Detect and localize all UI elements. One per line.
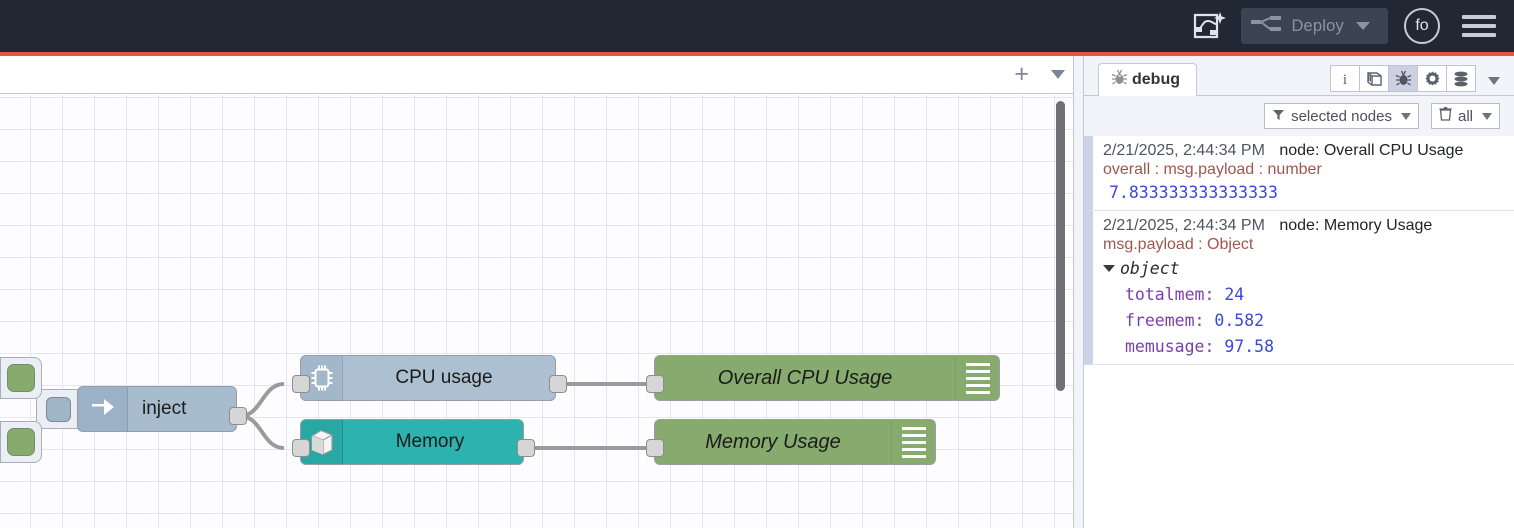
debug-message-topic: overall : msg.payload : number (1103, 161, 1322, 178)
chevron-down-icon[interactable] (1482, 112, 1492, 120)
node-memory-usage[interactable]: Memory Usage (654, 419, 936, 465)
header-accent-line (0, 52, 1514, 56)
node-memory[interactable]: Memory (300, 419, 524, 465)
debug-object-property: freemem: 0.582 (1103, 311, 1508, 330)
debug-filter-nodes-button[interactable]: selected nodes (1264, 103, 1419, 129)
tab-debug[interactable]: debug (1098, 63, 1197, 96)
caret-down-icon[interactable] (1103, 265, 1115, 272)
chevron-down-icon[interactable] (1488, 76, 1500, 85)
debug-message-header: 2/21/2025, 2:44:34 PM node: Overall CPU … (1103, 142, 1508, 160)
sidebar: debug i (1083, 56, 1514, 528)
node-memory-label: Memory (395, 431, 465, 452)
sidebar-tool-help[interactable] (1359, 65, 1389, 92)
arrow-right-icon (78, 387, 128, 431)
debug-object-key: freemem: (1125, 311, 1205, 330)
bug-icon (1111, 69, 1128, 91)
deploy-label: Deploy (1291, 16, 1344, 35)
node-cpu-usage[interactable]: CPU usage (300, 355, 556, 401)
port-cpu-output[interactable] (549, 375, 567, 393)
canvas-vertical-scrollbar[interactable] (1056, 101, 1065, 391)
trash-icon (1439, 107, 1452, 125)
port-memory-input[interactable] (292, 439, 310, 457)
avatar[interactable]: fo (1404, 8, 1440, 44)
svg-text:i: i (1343, 72, 1347, 88)
sidebar-tool-debug[interactable] (1388, 65, 1418, 92)
sidebar-tool-information[interactable]: i (1330, 65, 1360, 92)
debug-object-property: totalmem: 24 (1103, 285, 1508, 304)
debug-message-list[interactable]: 2/21/2025, 2:44:34 PM node: Overall CPU … (1084, 136, 1514, 528)
inject-trigger-inner (45, 396, 71, 422)
debug-toggle-inner (7, 428, 35, 456)
port-inject-output[interactable] (229, 407, 247, 425)
node-memory-usage-label: Memory Usage (705, 430, 841, 453)
debug-message-header: 2/21/2025, 2:44:34 PM node: Memory Usage (1103, 217, 1508, 235)
debug-filter-row: selected nodes all (1084, 96, 1514, 136)
debug-message-timestamp: 2/21/2025, 2:44:34 PM (1103, 142, 1265, 159)
debug-message-node[interactable]: node: Memory Usage (1279, 217, 1433, 234)
debug-lines-icon (955, 356, 999, 400)
node-cpu-usage-label: CPU usage (395, 367, 493, 388)
debug-message-node[interactable]: node: Overall CPU Usage (1279, 142, 1464, 159)
debug-message[interactable]: 2/21/2025, 2:44:34 PM node: Overall CPU … (1084, 136, 1514, 211)
flow-sparkle-icon[interactable] (1187, 6, 1231, 46)
debug-message-value: 7.833333333333333 (1109, 183, 1278, 202)
sidebar-tool-configuration-nodes[interactable] (1417, 65, 1447, 92)
inject-trigger-button[interactable] (36, 389, 80, 429)
funnel-icon (1272, 108, 1285, 125)
node-inject-label: inject (142, 398, 187, 419)
debug-object-property: memusage: 97.58 (1103, 337, 1508, 356)
port-cpu-input[interactable] (292, 375, 310, 393)
node-inject[interactable]: inject (77, 386, 237, 432)
debug-message-timestamp: 2/21/2025, 2:44:34 PM (1103, 217, 1265, 234)
debug-toggle-inner (7, 364, 35, 392)
deploy-node-icon (1251, 14, 1282, 39)
debug-object-value: 0.582 (1214, 311, 1265, 330)
port-memory-output[interactable] (517, 439, 535, 457)
debug-object-value: 97.58 (1224, 337, 1275, 356)
workspace-tab-bar: + (0, 56, 1083, 94)
debug-object-root[interactable]: object totalmem: 24 freemem: 0.582 memus… (1103, 259, 1508, 356)
chevron-down-icon[interactable] (1356, 22, 1370, 30)
debug-toggle-memory-usage[interactable] (0, 421, 42, 463)
hamburger-icon[interactable] (1462, 15, 1496, 37)
debug-object-header[interactable]: object (1103, 259, 1508, 278)
app-header: Deploy fo (0, 0, 1514, 52)
sidebar-tool-context-data[interactable] (1446, 65, 1476, 92)
debug-object-key: totalmem: (1125, 285, 1215, 304)
debug-message-topic: msg.payload : Object (1103, 236, 1254, 253)
add-flow-button[interactable]: + (1014, 60, 1029, 88)
node-overall-cpu-usage[interactable]: Overall CPU Usage (654, 355, 1000, 401)
debug-object-value: 24 (1224, 285, 1245, 304)
debug-clear-button[interactable]: all (1430, 103, 1500, 129)
debug-lines-icon (891, 420, 935, 464)
deploy-button[interactable]: Deploy (1241, 8, 1388, 44)
port-overall-cpu-input[interactable] (646, 375, 664, 393)
debug-filter-nodes-label: selected nodes (1291, 107, 1392, 125)
debug-toggle-overall-cpu[interactable] (0, 357, 42, 399)
flow-canvas[interactable]: inject CPU usage (0, 95, 1073, 528)
avatar-initials: fo (1415, 17, 1429, 34)
port-memory-usage-input[interactable] (646, 439, 664, 457)
debug-object-label: object (1120, 259, 1180, 278)
panel-divider[interactable] (1073, 56, 1083, 528)
debug-message[interactable]: 2/21/2025, 2:44:34 PM node: Memory Usage… (1084, 211, 1514, 365)
debug-clear-label: all (1457, 107, 1473, 125)
sidebar-tool-buttons: i (1330, 65, 1514, 95)
chevron-down-icon[interactable] (1051, 70, 1065, 79)
debug-object-key: memusage: (1125, 337, 1215, 356)
tab-debug-label: debug (1132, 71, 1180, 88)
chevron-down-icon[interactable] (1400, 112, 1411, 120)
sidebar-tab-row: debug i (1084, 56, 1514, 96)
node-overall-cpu-usage-label: Overall CPU Usage (717, 366, 893, 389)
